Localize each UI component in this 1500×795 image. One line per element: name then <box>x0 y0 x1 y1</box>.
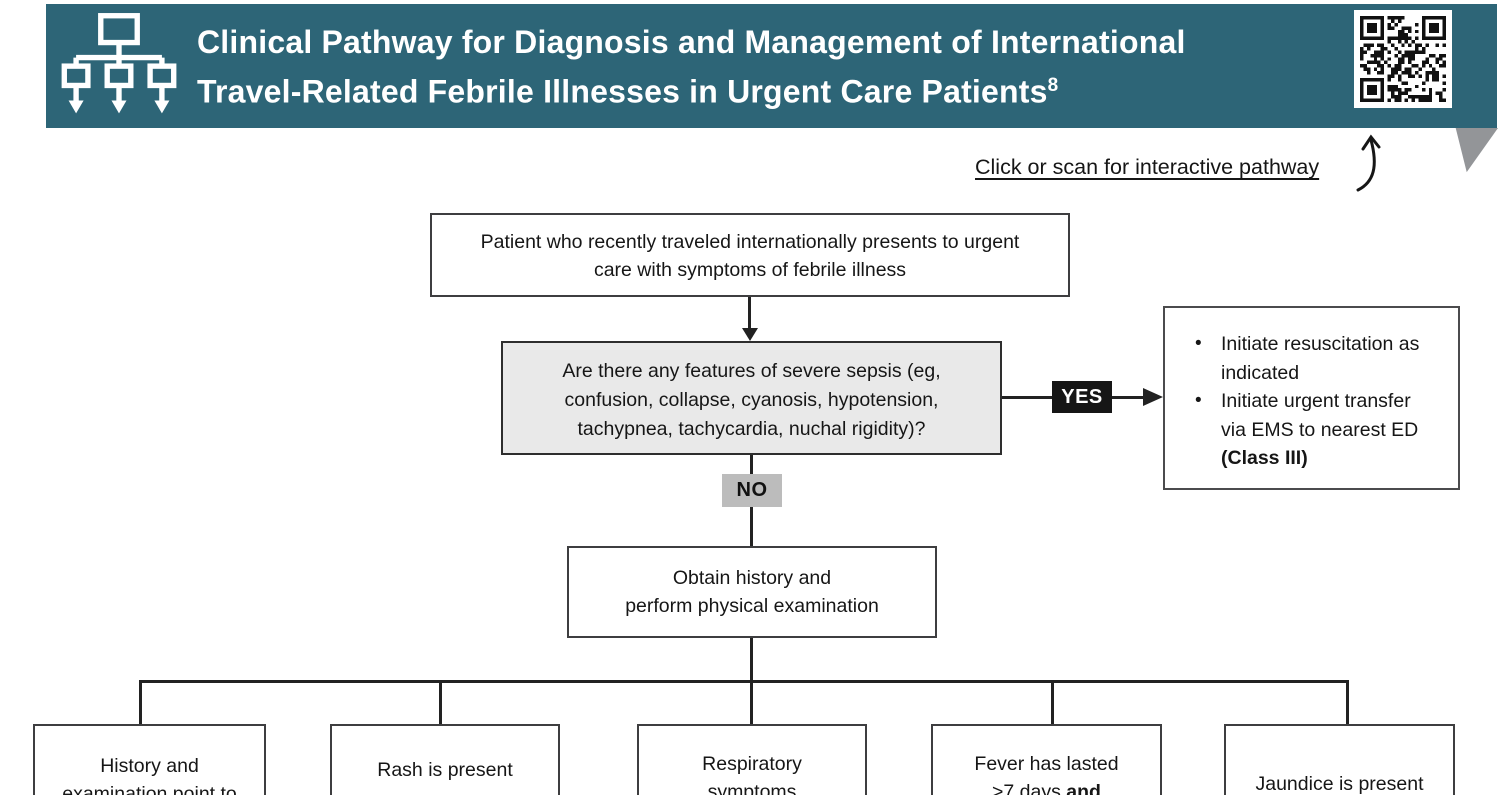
node-start-line2: care with symptoms of febrile illness <box>593 259 907 281</box>
node-history-exam: Obtain history and perform physical exam… <box>567 546 937 638</box>
branch-bar <box>139 680 1349 683</box>
node-history-line1: Obtain history and <box>672 567 832 589</box>
qr-code[interactable] <box>1354 10 1452 108</box>
node-branch-respiratory: Respiratory symptoms <box>637 724 867 795</box>
branch0-line2: examination point to <box>62 783 237 795</box>
node-history-line2: perform physical examination <box>625 595 879 617</box>
branch4-line1: Jaundice is present <box>1255 773 1424 795</box>
page-corner-fold <box>1455 128 1498 173</box>
node-sepsis-line2: confusion, collapse, cyanosis, hypotensi… <box>564 389 939 411</box>
curved-arrow-icon <box>1356 134 1381 192</box>
branch-drop-5 <box>1346 680 1349 724</box>
outcome-item-2: • Initiate urgent transfer via EMS to ne… <box>1195 387 1448 473</box>
bullet-icon: • <box>1195 390 1202 411</box>
node-start-line1: Patient who recently traveled internatio… <box>480 231 1020 253</box>
branch2-line2: symptoms <box>707 781 797 795</box>
flowchart-icon <box>61 13 177 114</box>
page-title-line1: Clinical Pathway for Diagnosis and Manag… <box>197 24 1186 60</box>
arrowhead-right-icon <box>1143 388 1163 406</box>
label-yes: YES <box>1052 381 1112 413</box>
branch-drop-1 <box>139 680 142 724</box>
branch2-line1: Respiratory <box>702 753 802 775</box>
interactive-pathway-link[interactable]: Click or scan for interactive pathway <box>975 155 1320 179</box>
page-title-reference: 8 <box>1047 75 1059 96</box>
branch-drop-3 <box>750 680 753 724</box>
branch-drop-2 <box>439 680 442 724</box>
branch0-line1: History and <box>100 755 199 777</box>
branch3-line1: Fever has lasted <box>974 753 1119 775</box>
arrowhead-down-icon <box>742 328 758 341</box>
node-start: Patient who recently traveled internatio… <box>430 213 1070 297</box>
node-branch-jaundice: Jaundice is present <box>1224 724 1455 795</box>
node-branch-fever: Fever has lasted >7 days and <box>931 724 1162 795</box>
node-branch-history-exam: History and examination point to <box>33 724 266 795</box>
branch1-line1: Rash is present <box>377 759 513 781</box>
outcome-item2-class: (Class III) <box>1221 447 1308 469</box>
page-title-line2: Travel-Related Febrile Illnesses in Urge… <box>197 73 1048 110</box>
bullet-icon: • <box>1195 333 1202 354</box>
node-branch-rash: Rash is present <box>330 724 560 795</box>
node-sepsis-line1: Are there any features of severe sepsis … <box>562 360 941 382</box>
outcome-item2-line2: via EMS to nearest ED <box>1221 418 1419 441</box>
branch3-line2: >7 days and <box>992 781 1101 795</box>
connector-history-to-branchbar <box>750 638 753 680</box>
outcome-item1-line1: Initiate resuscitation as <box>1221 333 1420 355</box>
outcome-item2-line1: Initiate urgent transfer <box>1221 390 1411 412</box>
header-banner: Clinical Pathway for Diagnosis and Manag… <box>46 4 1497 128</box>
node-sepsis-question: Are there any features of severe sepsis … <box>501 341 1002 455</box>
node-sepsis-line3: tachypnea, tachycardia, nuchal rigidity)… <box>577 418 926 440</box>
node-sepsis-outcome: • Initiate resuscitation as indicated • … <box>1163 306 1460 490</box>
connector-start-to-sepsis <box>748 297 751 330</box>
page-title: Clinical Pathway for Diagnosis and Manag… <box>197 21 1297 114</box>
branch-drop-4 <box>1051 680 1054 724</box>
label-no: NO <box>722 474 782 507</box>
outcome-item1-line2: indicated <box>1221 361 1300 384</box>
outcome-item-1: • Initiate resuscitation as indicated <box>1195 330 1448 387</box>
